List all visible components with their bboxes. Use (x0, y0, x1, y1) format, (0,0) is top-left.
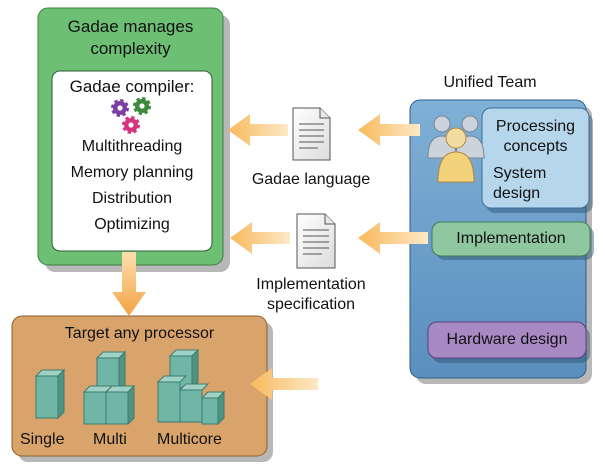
feature-item: Multithreading (81, 138, 183, 155)
document-icon-implementation-spec (296, 213, 336, 269)
hardware-box (427, 321, 587, 359)
arrow-implementation-to-doc (358, 222, 428, 254)
gadae-box (37, 7, 230, 272)
unified-team-label: Unified Team (443, 74, 537, 91)
arrow-gadae-to-target (112, 252, 146, 316)
hardware-design-label: Hardware design (446, 331, 568, 348)
processing-concepts-label: Processing concepts (495, 118, 576, 155)
implementation-box (431, 221, 591, 257)
feature-list: Multithreading Memory planning Distribut… (52, 134, 212, 238)
feature-item: Memory planning (70, 164, 194, 181)
implementation-label: Implementation (456, 230, 566, 247)
processor-label-single: Single (20, 431, 65, 448)
people-icon (427, 115, 485, 183)
implementation-spec-label: Implementation specification (256, 276, 366, 313)
arrow-team-to-doc (358, 114, 420, 146)
target-box-title: Target any processor (64, 325, 215, 342)
arrow-doc-to-compiler (228, 114, 288, 146)
gadae-box-title: Gadae manages complexity (67, 17, 194, 58)
arrow-doc-to-gadae-box (230, 222, 290, 254)
processor-label-multi: Multi (93, 431, 127, 448)
gadae-language-label: Gadae language (251, 171, 371, 188)
feature-item: Optimizing (94, 216, 170, 233)
feature-item: Distribution (91, 190, 173, 207)
document-icon-gadae-language (292, 107, 331, 161)
arrow-into-target (250, 368, 318, 400)
compiler-title: Gadae compiler: (69, 77, 195, 96)
processor-block-multicore (156, 348, 226, 426)
gears-icon (111, 97, 151, 134)
processor-block-multi (82, 350, 136, 426)
system-design-label: System design (493, 165, 547, 202)
processor-block-single (34, 368, 66, 420)
processor-label-multicore: Multicore (157, 431, 222, 448)
